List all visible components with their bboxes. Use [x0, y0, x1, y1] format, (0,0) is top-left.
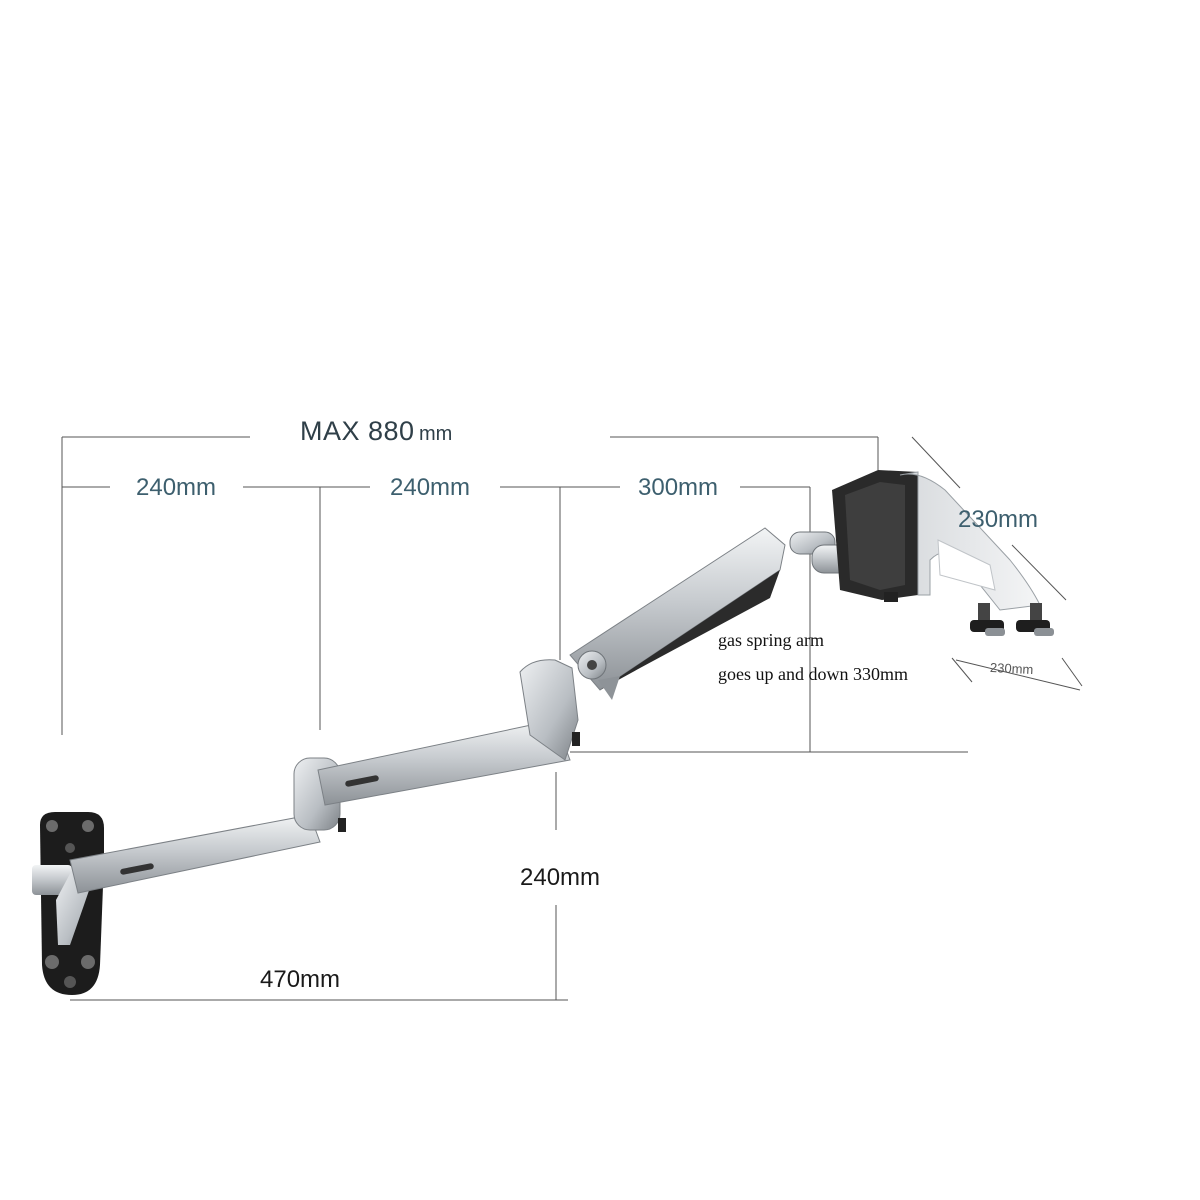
gas-spring-note-line-2: goes up and down 330mm: [718, 664, 908, 684]
segment-3-length: 300mm: [638, 474, 719, 501]
gas-spring-note-line-1: gas spring arm: [718, 630, 824, 650]
laptop-tray: [832, 470, 1041, 611]
max-reach-value: MAX 880: [300, 416, 415, 446]
wall-mount-plate: [32, 812, 104, 995]
tray-clamps: [970, 603, 1054, 636]
segment-2-length: 240mm: [390, 474, 471, 501]
tray-depth-label: 230mm: [958, 506, 1039, 533]
max-reach-unit: mm: [419, 423, 453, 445]
arm-segment-2: [317, 719, 571, 806]
arm-segment-1: [69, 814, 321, 894]
dimension-lines: [61, 436, 1083, 1001]
max-reach-label: MAX 880 mm: [300, 418, 452, 445]
base-span-label: 470mm: [260, 966, 341, 993]
tray-width-label: 230mm: [989, 659, 1034, 678]
elbow-joint-2: [519, 659, 580, 761]
gas-spring-arm: [569, 527, 786, 700]
segment-1-length: 240mm: [136, 474, 217, 501]
vertical-offset-label: 240mm: [520, 864, 601, 891]
